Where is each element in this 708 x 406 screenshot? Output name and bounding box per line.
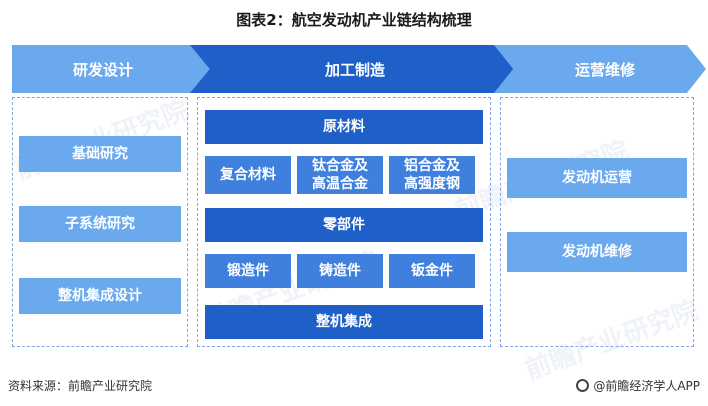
operation-item-engine-repair: 发动机维修 bbox=[507, 232, 687, 272]
part-casting: 铸造件 bbox=[297, 254, 383, 288]
parts-box: 零部件 bbox=[205, 208, 483, 242]
part-sheet-metal: 钣金件 bbox=[389, 254, 475, 288]
material-titanium-alloy: 钛合金及 高温合金 bbox=[297, 156, 383, 194]
raw-materials-box: 原材料 bbox=[205, 110, 483, 144]
brand-text: @前瞻经济学人APP bbox=[593, 379, 700, 393]
operation-panel: 发动机运营 发动机维修 bbox=[500, 97, 694, 347]
stage-arrows: 研发设计 加工制造 运营维修 bbox=[12, 45, 706, 93]
design-item-subsystem-research: 子系统研究 bbox=[19, 206, 181, 242]
page-title: 图表2：航空发动机产业链结构梳理 bbox=[236, 11, 472, 29]
operation-item-engine-operation: 发动机运营 bbox=[507, 158, 687, 198]
brand-credit: @前瞻经济学人APP bbox=[576, 377, 700, 394]
material-composite: 复合材料 bbox=[205, 156, 291, 194]
design-panel: 基础研究 子系统研究 整机集成设计 bbox=[12, 97, 188, 347]
manufacture-panel: 原材料 复合材料 钛合金及 高温合金 铝合金及 高强度钢 零部件 锻造件 铸造件… bbox=[197, 97, 491, 347]
part-forging: 锻造件 bbox=[205, 254, 291, 288]
stage-manufacture-arrow: 加工制造 bbox=[190, 45, 520, 93]
stage-design-arrow: 研发设计 bbox=[12, 45, 218, 93]
design-item-basic-research: 基础研究 bbox=[19, 136, 181, 172]
brand-logo-icon bbox=[576, 379, 590, 392]
assembly-box: 整机集成 bbox=[205, 305, 483, 339]
material-aluminum-alloy: 铝合金及 高强度钢 bbox=[389, 156, 475, 194]
design-item-integration-design: 整机集成设计 bbox=[19, 278, 181, 314]
source-note: 资料来源：前瞻产业研究院 bbox=[8, 379, 153, 393]
stage-operation-arrow: 运营维修 bbox=[494, 45, 706, 93]
